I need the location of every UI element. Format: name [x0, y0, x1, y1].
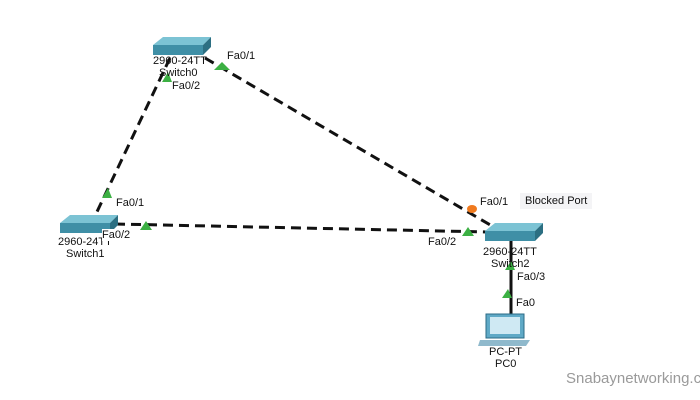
watermark: Snabaynetworking.com [566, 370, 700, 387]
switch0-model: 2960-24TT [153, 55, 207, 67]
port-label: Fa0/1 [227, 50, 256, 62]
pc0-model: PC-PT [489, 346, 522, 358]
switch1-name: Switch1 [66, 248, 105, 260]
blocked-port-note: Blocked Port [520, 193, 593, 209]
link-sw1-sw2[interactable] [114, 222, 489, 234]
link-up-indicator [162, 72, 172, 82]
link-up-indicator [214, 62, 230, 70]
link-blocked-indicator [467, 205, 477, 213]
link-up-indicator [505, 261, 515, 270]
port-label: Fa0/1 [480, 196, 509, 208]
switch2-model: 2960-24TT [483, 246, 537, 258]
link-up-indicator [462, 227, 474, 236]
switch0-name: Switch0 [159, 67, 198, 79]
link-up-indicator [102, 188, 112, 198]
port-label: Fa0/3 [517, 271, 546, 283]
port-label: Fa0/1 [116, 197, 145, 209]
switch1-model: 2960-24TT [58, 236, 112, 248]
switch2-icon[interactable] [485, 223, 543, 241]
pc-icon[interactable] [478, 313, 530, 346]
switch0-icon[interactable] [153, 37, 211, 55]
link-sw0-sw2[interactable] [204, 56, 493, 228]
switch2-name: Switch2 [491, 258, 530, 270]
port-label: Fa0 [516, 297, 535, 309]
link-up-indicator [140, 221, 152, 230]
port-label: Fa0/2 [172, 80, 201, 92]
link-up-indicator [502, 289, 512, 298]
port-label: Fa0/2 [102, 229, 131, 241]
pc0-name: PC0 [495, 358, 517, 370]
port-label: Fa0/2 [428, 236, 457, 248]
